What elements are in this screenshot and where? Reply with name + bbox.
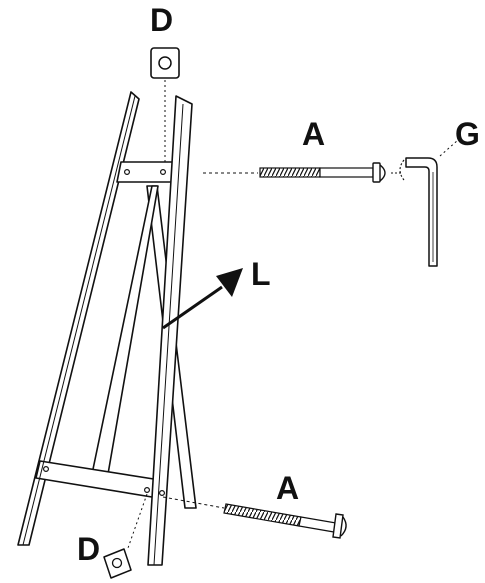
easel-right-leg [147, 95, 193, 566]
hex-key [391, 139, 459, 267]
bottom-barrel-nut [103, 493, 148, 579]
bolt-holes [42, 169, 167, 497]
easel-left-leg [17, 91, 140, 546]
part-label-a-top: A [302, 116, 326, 152]
easel-frame [17, 91, 197, 566]
top-barrel-nut [150, 47, 180, 165]
part-label-l: L [251, 256, 271, 292]
part-label-g: G [455, 116, 480, 152]
top-bolt [203, 162, 386, 183]
direction-arrow [162, 268, 243, 330]
part-label-a-bottom: A [276, 470, 300, 506]
part-label-d-bottom: D [77, 531, 101, 567]
part-label-d-top: D [150, 2, 174, 38]
bottom-bolt [162, 496, 347, 539]
